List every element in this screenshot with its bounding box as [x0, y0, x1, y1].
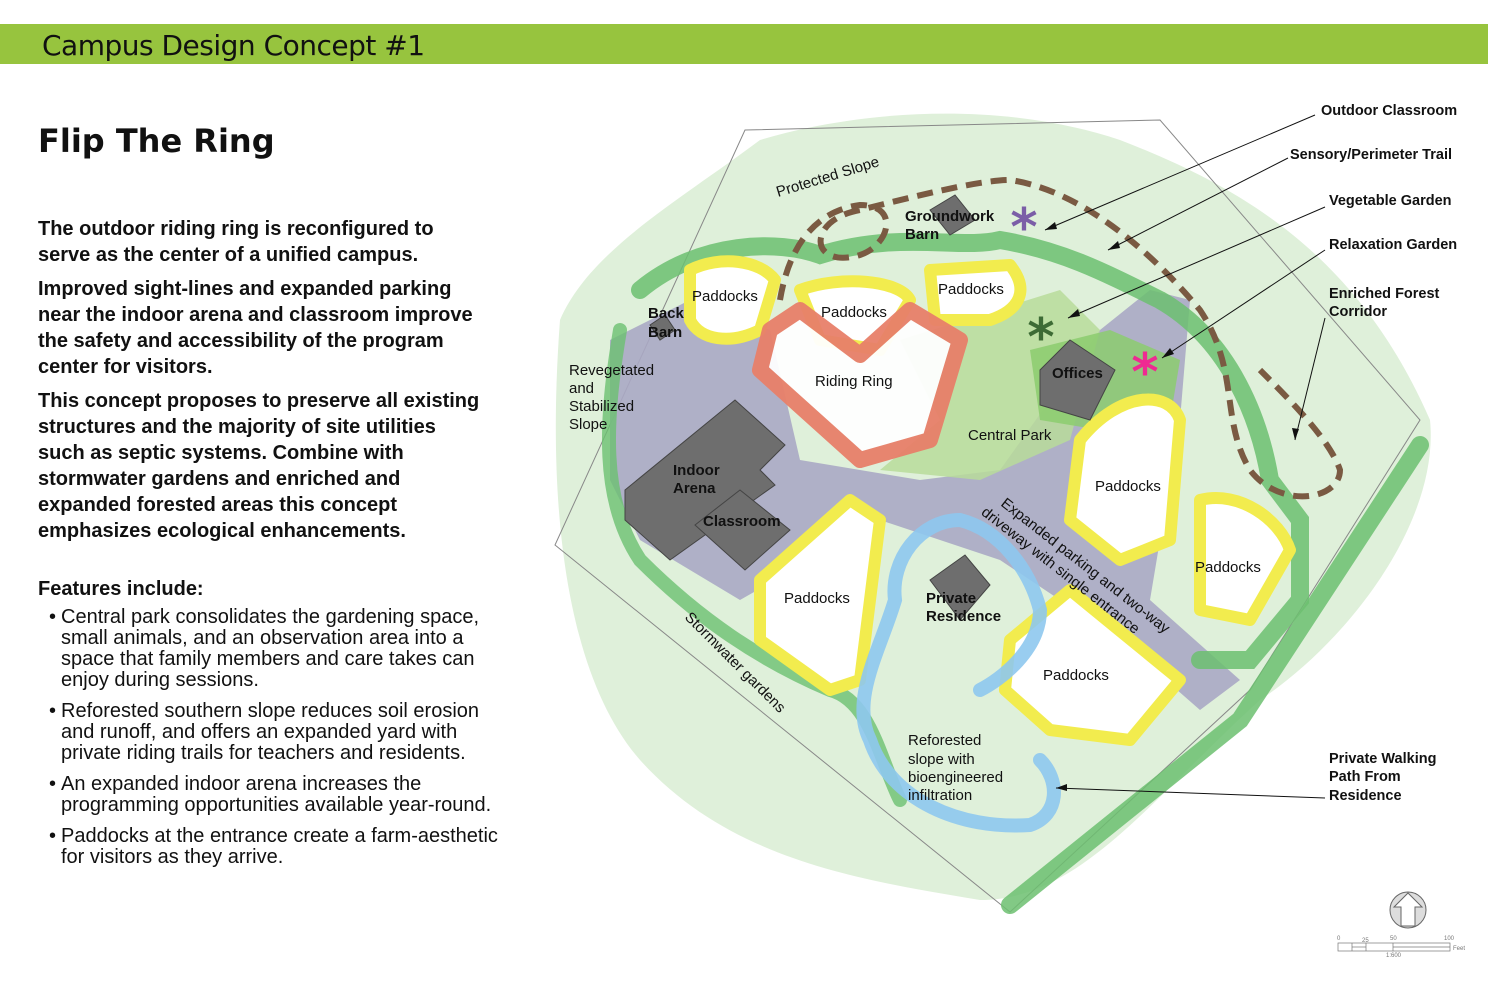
groundwork-barn-building [929, 194, 976, 236]
sensory-perimeter-trail [777, 176, 1344, 500]
paddocks-label: Paddocks [1043, 667, 1109, 684]
buildings [624, 194, 1116, 621]
feature-item: •Reforested southern slope reduces soil … [49, 700, 480, 764]
header-title: Campus Design Concept #1 [42, 29, 425, 62]
relaxation-garden-marker-icon: * [1131, 343, 1158, 403]
private-walking-path [856, 513, 1061, 833]
paddocks-label: Paddocks [1095, 478, 1161, 495]
paddock [1194, 492, 1296, 626]
svg-text:25: 25 [1362, 938, 1369, 944]
svg-text:100: 100 [1444, 936, 1455, 942]
paddocks-label: Paddocks [784, 590, 850, 607]
paddock [1064, 393, 1186, 566]
header-bar: Campus Design Concept #1 [0, 24, 1488, 64]
bullet-icon: • [49, 825, 57, 847]
residence-building [929, 554, 991, 621]
riding-ring-label: Riding Ring [815, 373, 893, 390]
features-heading: Features include: [38, 578, 204, 600]
paddocks-label: Paddocks [692, 288, 758, 305]
bullet-icon: • [49, 606, 57, 628]
vegetable-garden-marker-icon: * [1027, 308, 1054, 368]
intro-paragraph: This concept proposes to preserve all ex… [38, 390, 480, 542]
feature-item: •Central park consolidates the gardening… [49, 606, 480, 691]
paddock [754, 494, 886, 696]
paddock [924, 259, 1027, 326]
features-section: Features include: •Central park consolid… [38, 578, 508, 878]
paddocks-label: Paddocks [938, 281, 1004, 298]
svg-text:50: 50 [1390, 936, 1397, 942]
back-barn-building [649, 314, 676, 341]
feature-item: •Paddocks at the entrance create a farm-… [49, 825, 498, 868]
east-forest-band [1001, 436, 1429, 914]
callout-vegetable-garden: Vegetable Garden [1329, 193, 1452, 209]
offices-building [1039, 339, 1116, 421]
central-park-label: Central Park [968, 427, 1052, 444]
riding-ring [752, 302, 968, 468]
paddocks-label: Paddocks [1195, 559, 1261, 576]
bullet-icon: • [49, 700, 57, 722]
forest-band [631, 230, 1309, 669]
intro-text: The outdoor riding ring is reconfigured … [38, 216, 488, 552]
offices-label: Offices [1052, 365, 1103, 382]
concept-title: Flip The Ring [38, 122, 275, 160]
intro-paragraph: The outdoor riding ring is reconfigured … [38, 218, 434, 266]
svg-text:0: 0 [1337, 936, 1341, 942]
bullet-icon: • [49, 773, 57, 795]
classroom-label: Classroom [703, 513, 781, 530]
features-list: •Central park consolidates the gardening… [38, 607, 508, 868]
classroom-building [694, 489, 791, 571]
scale-bar: 0 25 50 100 Feet 1:600 [1337, 936, 1465, 959]
callout-relaxation-garden: Relaxation Garden [1329, 237, 1457, 253]
paddock [999, 584, 1186, 746]
callout-outdoor-classroom: Outdoor Classroom [1321, 103, 1457, 119]
paddock [684, 255, 781, 345]
feature-item: •An expanded indoor arena increases the … [49, 773, 492, 816]
callout-sensory-trail: Sensory/Perimeter Trail [1290, 147, 1452, 163]
callout-arrowheads [1045, 222, 1299, 791]
intro-paragraph: Improved sight-lines and expanded parkin… [38, 278, 473, 378]
paddocks-label: Paddocks [821, 304, 887, 321]
indoor-arena-building [624, 399, 786, 561]
callout-leaders [1044, 114, 1326, 799]
outdoor-classroom-marker-icon: * [1010, 198, 1037, 258]
north-arrow-icon [1389, 891, 1427, 929]
svg-text:Feet: Feet [1453, 946, 1465, 952]
svg-text:1:600: 1:600 [1386, 953, 1402, 959]
